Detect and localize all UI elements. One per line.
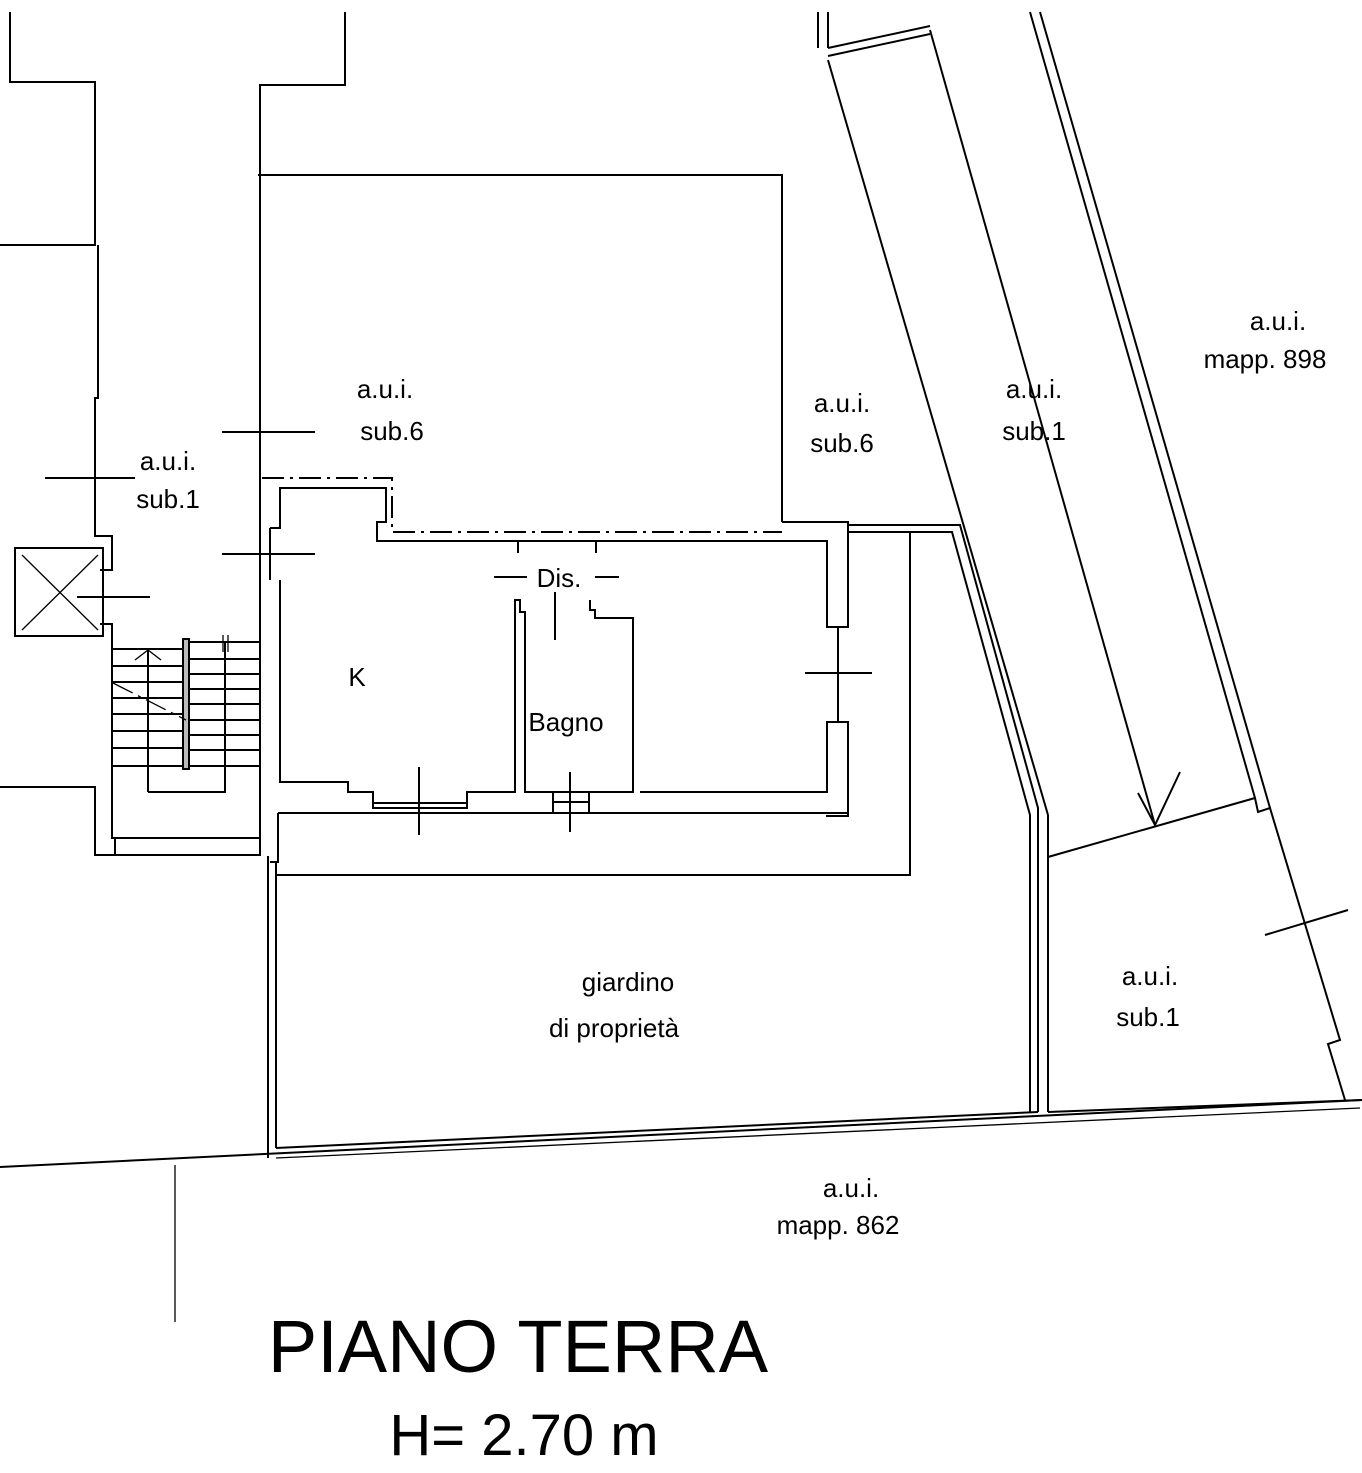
label-sub6-right-1: a.u.i. xyxy=(814,388,870,418)
label-sub6-left-2: sub.6 xyxy=(360,416,424,446)
staircase xyxy=(112,635,260,793)
label-sub1-left-2: sub.1 xyxy=(136,484,200,514)
label-mapp862-1: a.u.i. xyxy=(823,1173,879,1203)
label-sub1-mid-2: sub.1 xyxy=(1002,416,1066,446)
label-sub1-low-2: sub.1 xyxy=(1116,1002,1180,1032)
label-garden-2: di proprietà xyxy=(549,1013,680,1043)
label-sub1-left-1: a.u.i. xyxy=(140,446,196,476)
label-mapp898-1: a.u.i. xyxy=(1250,306,1306,336)
label-sub1-low-1: a.u.i. xyxy=(1122,961,1178,991)
label-sub6-right-2: sub.6 xyxy=(810,428,874,458)
label-kitchen: K xyxy=(348,662,366,692)
reference-lines xyxy=(45,29,1349,936)
label-garden-1: giardino xyxy=(582,967,675,997)
label-mapp898-2: mapp. 898 xyxy=(1204,344,1327,374)
label-mapp862-2: mapp. 862 xyxy=(777,1210,900,1240)
label-sub6-left-1: a.u.i. xyxy=(357,374,413,404)
apartment-walls xyxy=(258,174,849,863)
garden-and-boundaries xyxy=(0,11,1362,1322)
label-corridor: Dis. xyxy=(537,563,582,593)
plan-title: PIANO TERRA xyxy=(268,1305,769,1388)
label-bathroom: Bagno xyxy=(528,707,603,737)
height-note: H= 2.70 m xyxy=(389,1403,658,1468)
neighbor-walls-left xyxy=(0,12,346,856)
elevator xyxy=(14,547,104,637)
label-sub1-mid-1: a.u.i. xyxy=(1006,374,1062,404)
